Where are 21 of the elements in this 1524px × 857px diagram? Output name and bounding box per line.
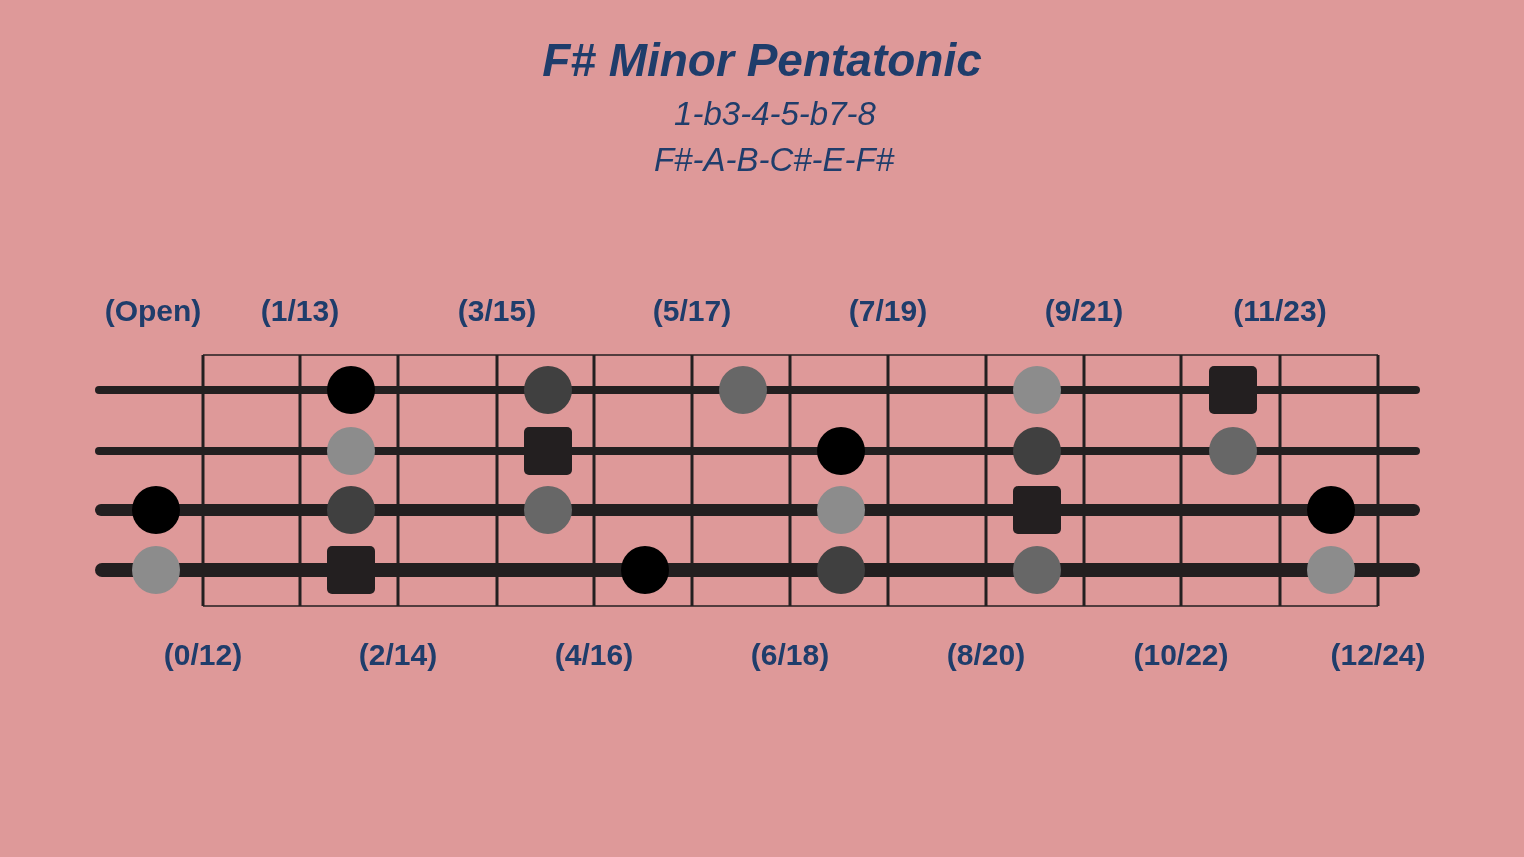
fret-number: (8/20) bbox=[946, 640, 1026, 670]
fret-number: (9/21) bbox=[1044, 296, 1124, 326]
fret-number: (4/16) bbox=[554, 640, 634, 670]
root-note-square bbox=[523, 427, 572, 475]
fret-number: (0/12) bbox=[163, 640, 243, 670]
interval-formula: 1-b3-4-5-b7-8 bbox=[674, 96, 876, 130]
root-note-square bbox=[327, 546, 375, 594]
fret-number: (6/18) bbox=[750, 640, 830, 670]
root-note-square bbox=[1013, 486, 1061, 534]
fret-number: (12/24) bbox=[1330, 640, 1426, 670]
fret-number: (Open) bbox=[104, 296, 202, 326]
fret-number: (11/23) bbox=[1233, 296, 1327, 326]
scale-notes: F#-A-B-C#-E-F# bbox=[653, 142, 895, 176]
fret-number: (2/14) bbox=[358, 640, 438, 670]
fret-number: (5/17) bbox=[652, 296, 732, 326]
fret-number: (10/22) bbox=[1133, 640, 1229, 670]
title: F# Minor Pentatonic bbox=[542, 37, 982, 83]
fret-number: (1/13) bbox=[260, 296, 340, 326]
fret-number: (3/15) bbox=[457, 296, 537, 326]
fret-number: (7/19) bbox=[848, 296, 928, 326]
root-note-square bbox=[1208, 366, 1257, 414]
